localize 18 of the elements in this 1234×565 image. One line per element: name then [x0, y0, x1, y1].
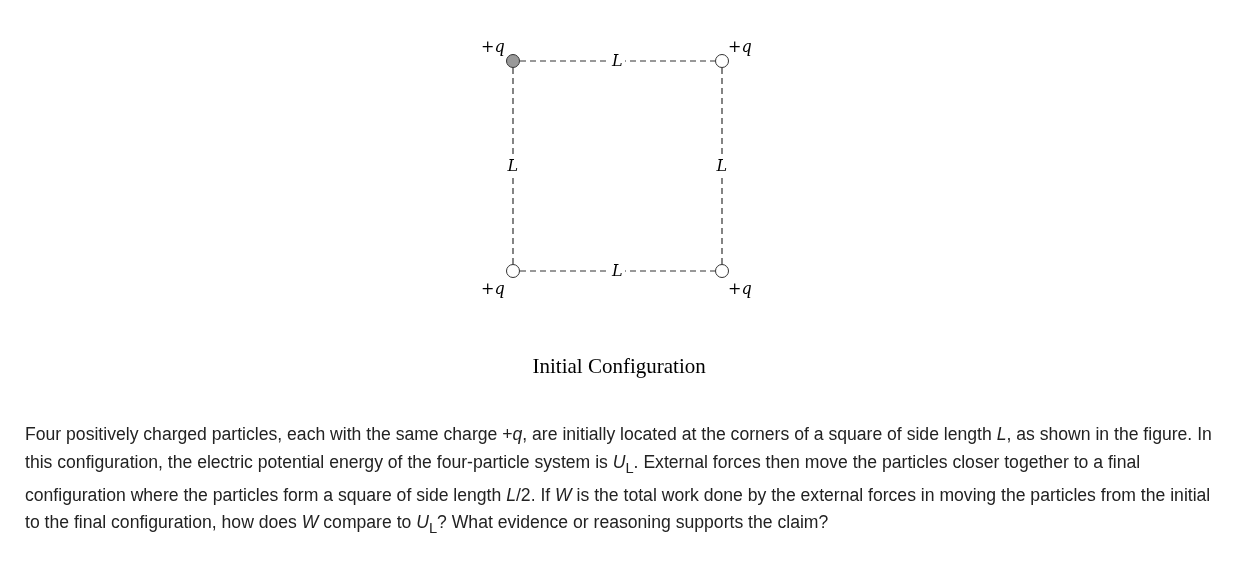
charge-circle [506, 264, 520, 278]
dashed-line [519, 270, 716, 272]
question-paragraph: Four positively charged particles, each with the same charge +q, are initially located at the corners of a square of side length L, as shown in the figure. In this configuration, the electric potential energy of the four-particle system is U$_{L}$. External forces then move the particles closer together to a final configuration where the particles form a square of side length L/2. If W is the total work done by the external forces in moving the particles from the initial to the final configuration, how does W compare to U$_{L}$? What evidence or reasoning supports the claim? [25, 423, 1213, 538]
edge-label: L [714, 158, 730, 174]
charge-label: +q [728, 281, 752, 297]
edge-label: L [610, 53, 625, 69]
dashed-line [519, 60, 716, 62]
dashed-line [512, 67, 514, 265]
charge-label: +q [481, 281, 505, 297]
edge-label: L [610, 263, 625, 279]
charge-label: +q [728, 39, 752, 55]
figure-caption: Initial Configuration [532, 354, 706, 379]
charge-circle [715, 54, 729, 68]
charge-label: +q [481, 39, 505, 55]
charge-circle [715, 264, 729, 278]
charge-circle [506, 54, 520, 68]
edge-label: L [505, 158, 521, 174]
dashed-line [721, 67, 723, 265]
